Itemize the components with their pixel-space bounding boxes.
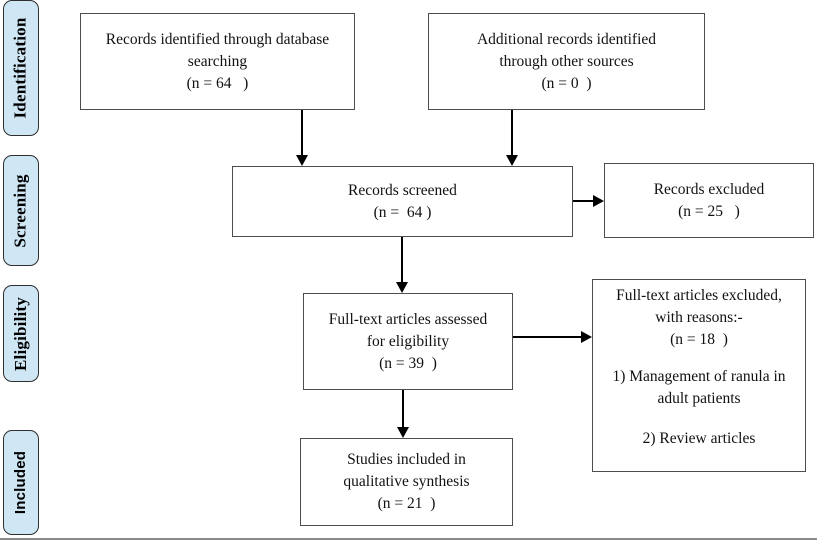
box-records-excluded: Records excluded (n = 25 ) <box>604 163 814 238</box>
box-line: with reasons:- <box>655 309 743 326</box>
arrow-down-screened-to-fulltext <box>396 237 408 293</box>
box-line: Full-text articles assessed <box>328 310 488 328</box>
box-fulltext-assessed: Full-text articles assessed for eligibil… <box>303 293 513 390</box>
phase-included-label: Included <box>12 450 30 515</box>
arrow-down-identified-to-screened <box>296 110 308 166</box>
phase-identification: Identification <box>3 0 39 136</box>
arrow-down-additional-to-screened <box>506 110 518 166</box>
arrow-right-screened-to-excluded <box>573 195 604 207</box>
box-line: through other sources <box>499 52 634 70</box>
box-studies-included: Studies included in qualitative synthesi… <box>300 438 513 526</box>
phase-included: Included <box>3 430 39 535</box>
box-line: Records screened <box>348 181 457 199</box>
box-additional-records: Additional records identified through ot… <box>428 13 705 110</box>
box-line: qualitative synthesis <box>343 473 470 490</box>
box-line: Records identified through database <box>105 30 330 48</box>
box-line: (n = 0 ) <box>541 74 592 92</box>
box-line: adult patients <box>657 390 741 407</box>
box-records-screened: Records screened (n = 64 ) <box>232 166 573 237</box>
box-line: Records excluded <box>653 180 765 198</box>
phase-screening: Screening <box>3 155 39 266</box>
box-line: (n = 39 ) <box>379 354 437 372</box>
phase-eligibility: Eligibility <box>3 285 39 382</box>
box-line: (n = 21 ) <box>377 495 436 512</box>
box-line: (n = 64 ) <box>373 203 432 221</box>
phase-eligibility-label: Eligibility <box>11 296 30 371</box>
box-line: 1) Management of ranula in <box>612 368 786 385</box>
arrow-down-fulltext-to-included <box>397 390 409 438</box>
box-records-identified: Records identified through database sear… <box>80 13 355 110</box>
box-line: 2) Review articles <box>642 430 756 447</box>
box-line: (n = 18 ) <box>670 331 728 348</box>
box-line: Additional records identified <box>476 30 657 48</box>
box-line: (n = 25 ) <box>678 202 740 220</box>
box-line: Studies included in <box>347 451 466 468</box>
arrow-right-fulltext-to-excluded <box>513 331 592 343</box>
box-line: Full-text articles excluded, <box>616 287 782 304</box>
figure-bottom-border <box>0 538 817 540</box>
box-fulltext-excluded: Full-text articles excluded, with reason… <box>592 279 806 472</box>
box-line: for eligibility <box>366 332 450 350</box>
phase-identification-label: Identification <box>11 17 30 119</box>
phase-screening-label: Screening <box>11 173 31 248</box>
box-line: (n = 64 ) <box>186 74 249 92</box>
box-line: searching <box>187 52 248 70</box>
